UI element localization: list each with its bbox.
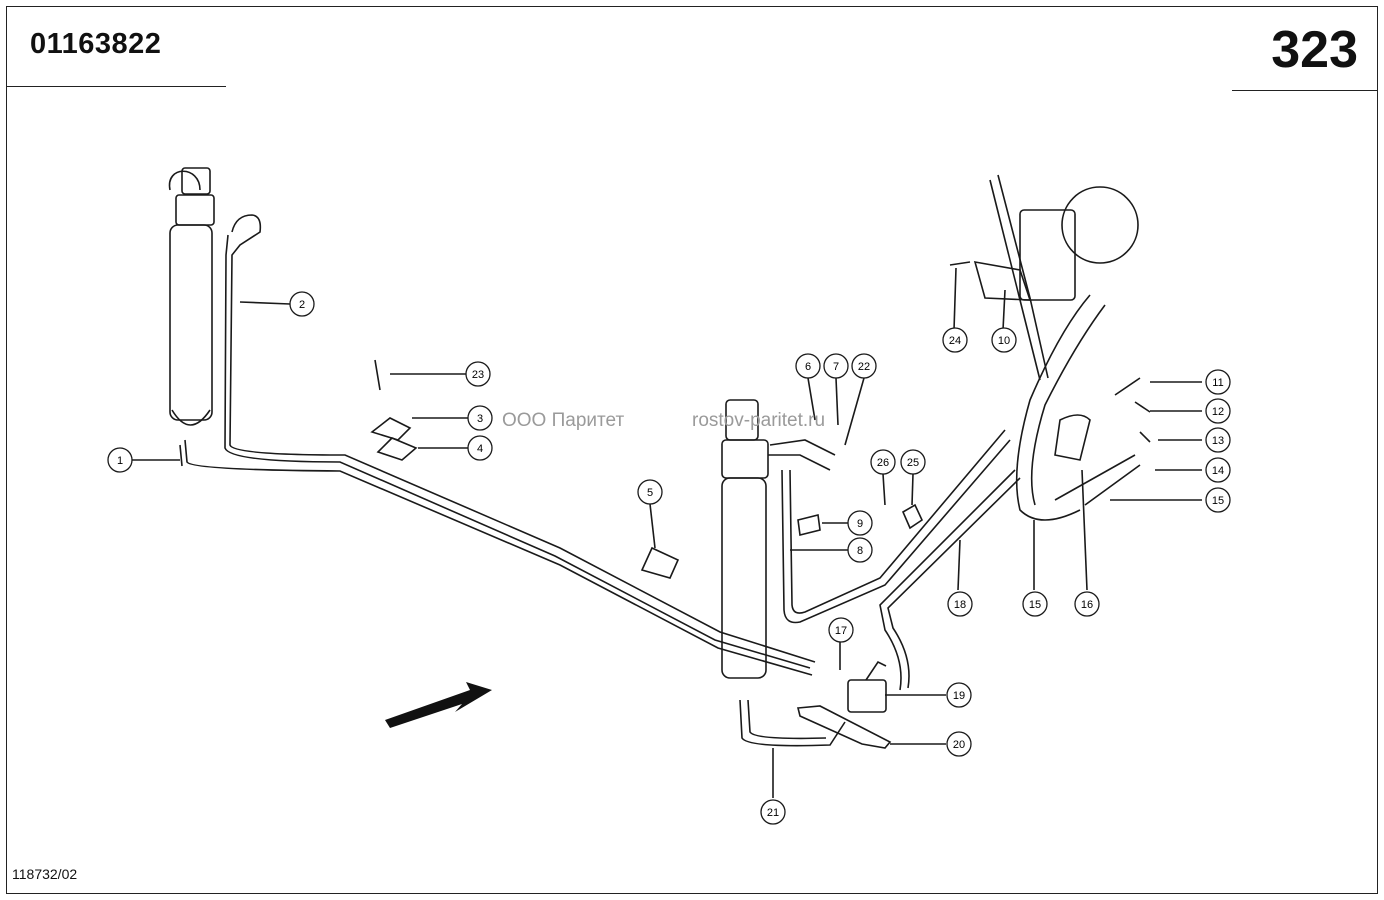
line-art	[132, 167, 1202, 798]
callout-label: 2	[299, 299, 305, 311]
callout-label: 16	[1081, 599, 1093, 611]
callout-bubble	[637, 479, 663, 505]
callout-bubble	[991, 327, 1017, 353]
callout-bubble	[947, 591, 973, 617]
callout-bubble	[823, 353, 849, 379]
callout-bubble	[1022, 591, 1048, 617]
callout-bubble	[942, 327, 968, 353]
callout-label: 23	[472, 369, 484, 381]
callout-label: 11	[1212, 377, 1223, 389]
direction-arrow-icon	[385, 682, 492, 728]
callout-label: 17	[835, 625, 847, 637]
callout-label: 15	[1212, 495, 1224, 507]
page-number: 323	[1271, 21, 1358, 79]
page-number-rule	[1232, 90, 1378, 91]
clamp-9	[797, 514, 821, 536]
callout-label: 9	[857, 518, 863, 530]
callout-bubble	[465, 361, 491, 387]
clamp-25	[901, 503, 924, 530]
callout-label: 15	[1029, 599, 1041, 611]
callout-label: 4	[477, 443, 483, 455]
drawing-frame	[6, 6, 1378, 894]
centre-cylinder-body	[721, 477, 767, 679]
clamp-3	[370, 417, 412, 441]
part-number-rule	[6, 86, 226, 87]
callout-bubble	[900, 449, 926, 475]
callout-bubble	[1205, 487, 1231, 513]
clamp-5	[640, 546, 680, 579]
callout-label: 20	[953, 739, 965, 751]
callout-label: 5	[647, 487, 653, 499]
tank	[1061, 186, 1139, 264]
bolt-24	[949, 261, 971, 266]
callout-bubble	[946, 682, 972, 708]
callout-bubble	[467, 435, 493, 461]
callout-label: 26	[877, 457, 889, 469]
callout-label: 3	[477, 413, 483, 425]
callout-label: 22	[858, 361, 870, 373]
callout-label: 8	[857, 545, 863, 557]
callout-bubble	[828, 617, 854, 643]
watermark-company: ООО Паритет	[502, 410, 625, 431]
callout-label: 21	[767, 807, 779, 819]
callout-label: 10	[998, 335, 1010, 347]
callout-bubble	[795, 353, 821, 379]
callout-bubble	[1205, 427, 1231, 453]
callout-label: 7	[833, 361, 839, 373]
watermark-site: rostov-paritet.ru	[692, 410, 826, 431]
callout-bubble	[107, 447, 133, 473]
callout-label: 18	[954, 599, 966, 611]
clamp-4	[376, 437, 418, 461]
callout-label: 1	[117, 455, 123, 467]
left-cylinder-eye	[168, 170, 201, 191]
callout-bubble	[467, 405, 493, 431]
left-cylinder-body	[169, 224, 213, 421]
callout-bubble	[851, 353, 877, 379]
callout-bubble	[870, 449, 896, 475]
callout-bubble	[1074, 591, 1100, 617]
callout-label: 6	[805, 361, 811, 373]
pump-block	[1019, 209, 1076, 301]
callout-label: 25	[907, 457, 919, 469]
callout-label: 19	[953, 690, 965, 702]
drawing-reference: 118732/02	[12, 866, 78, 882]
callout-label: 12	[1212, 406, 1224, 418]
callout-bubble	[289, 291, 315, 317]
callout-bubble	[760, 799, 786, 825]
callout-bubble	[847, 537, 873, 563]
part-number: 01163822	[30, 28, 162, 60]
bolt-23	[374, 359, 381, 391]
bracket-10	[973, 260, 1032, 301]
callout-bubble	[946, 731, 972, 757]
callout-bubble	[1205, 457, 1231, 483]
callout-bubble	[847, 510, 873, 536]
callout-bubble	[1205, 369, 1231, 395]
callout-label: 13	[1212, 435, 1224, 447]
callout-bubble	[1205, 398, 1231, 424]
callout-label: 14	[1212, 465, 1224, 477]
callout-label: 24	[949, 335, 961, 347]
